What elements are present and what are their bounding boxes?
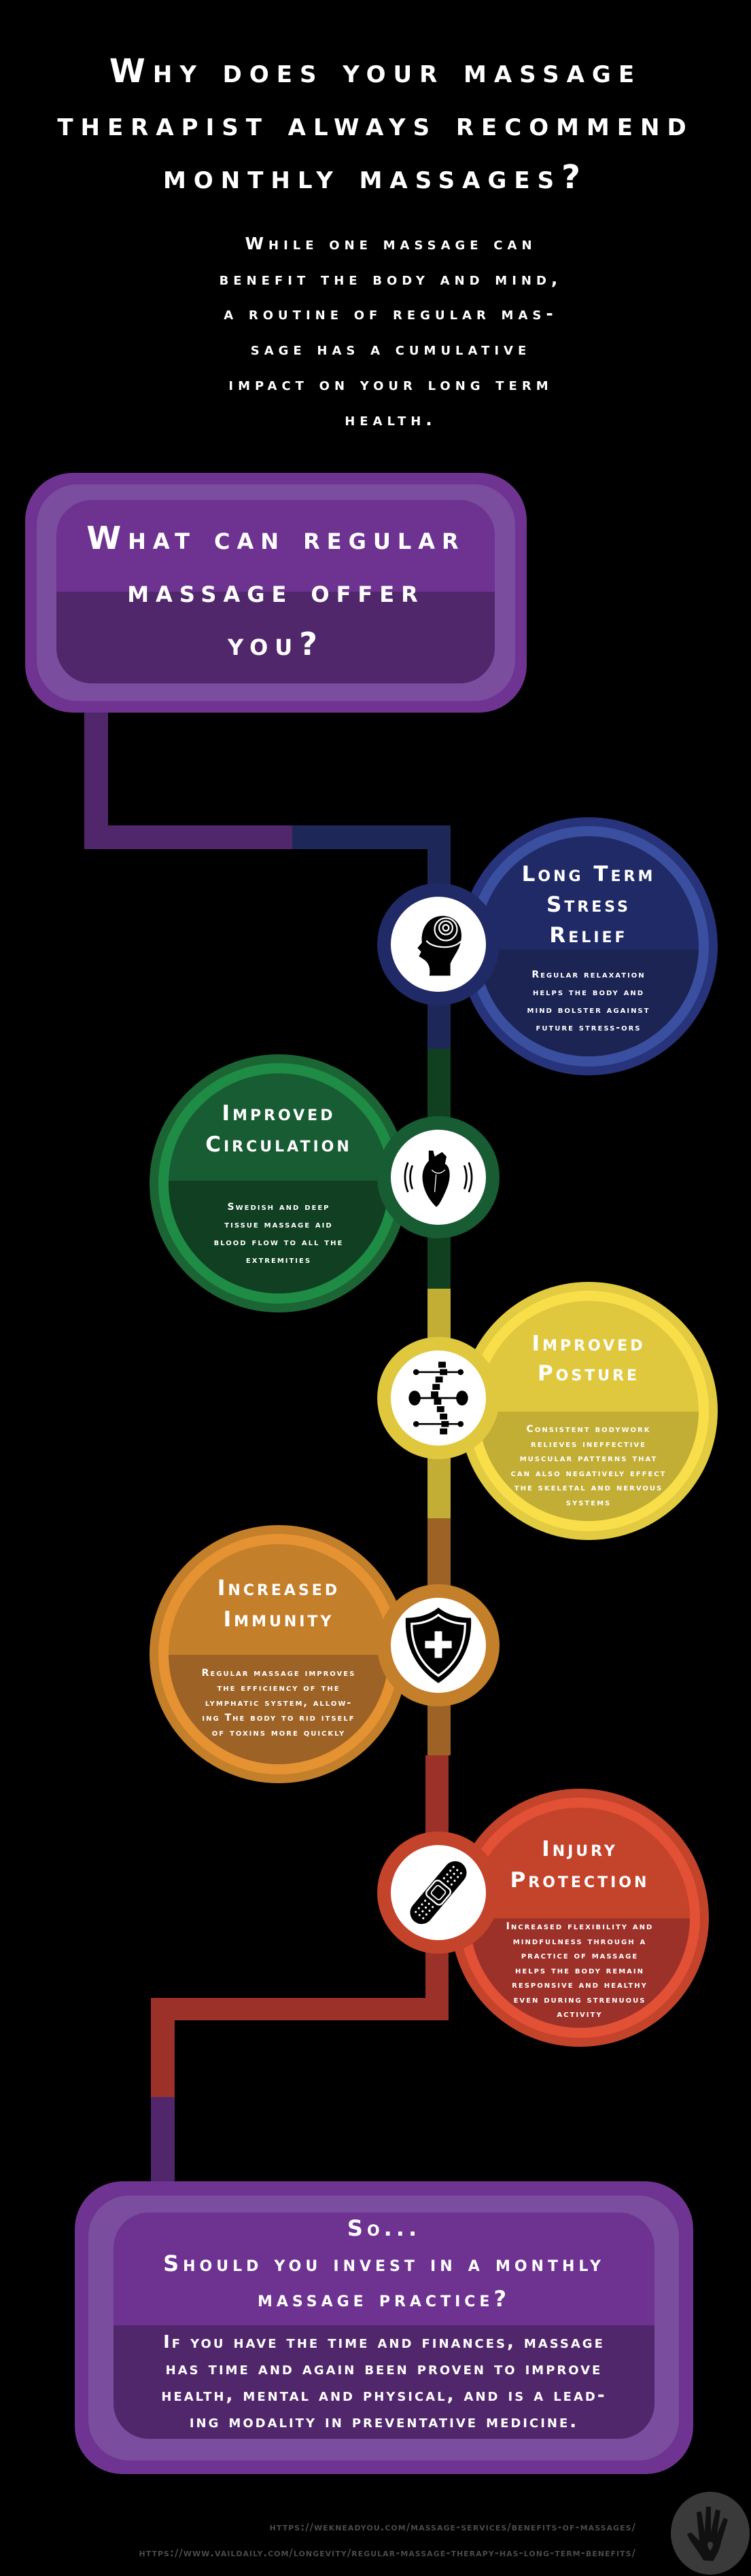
benefit-posture: Improved Posture Consistent bodywork rel… (459, 1282, 718, 1540)
offer-box-title: What can regular massage offer you? (86, 520, 466, 662)
benefit-icon-badge (377, 1337, 500, 1459)
benefit-body: Regular massage improves the efficiency … (201, 1668, 356, 1738)
conclusion-question: So... Should you invest in a monthly mas… (163, 2215, 605, 2312)
benefit-title: Long Term Stress Relief (521, 862, 656, 948)
head-spiral-icon (417, 916, 461, 976)
spine-icon (408, 1361, 468, 1435)
benefit-icon-badge (377, 883, 500, 1005)
main-title: Why does your massage therapist always r… (57, 52, 694, 196)
benefit-body: Regular relaxation helps the body and mi… (527, 969, 650, 1033)
conclusion-box: So... Should you invest in a monthly mas… (75, 2181, 693, 2474)
connector-line (292, 825, 451, 849)
benefit-body: Increased flexibility and mindfulness th… (506, 1921, 654, 2020)
bandage-icon (410, 1861, 467, 1925)
source-link[interactable]: https://wekneadyou.com/massage-services/… (269, 2521, 636, 2533)
benefit-body: Swedish and deep tissue massage aid bloo… (213, 1202, 344, 1266)
benefit-icon-badge (377, 1584, 500, 1706)
benefit-title: Increased Immunity (217, 1576, 340, 1632)
connector-line (151, 1998, 175, 2097)
benefit-immunity: Increased Immunity Regular massage impro… (150, 1525, 408, 1783)
benefit-icon-badge (377, 1831, 500, 1954)
offer-box: What can regular massage offer you? (25, 473, 527, 713)
connector-line (151, 1998, 449, 2020)
connector-line (151, 2097, 175, 2181)
benefit-circulation: Improved Circulation Swedish and deep ti… (150, 1054, 408, 1312)
benefit-title: Injury Protection (510, 1837, 650, 1893)
heart-icon (404, 1150, 473, 1207)
benefit-title: Improved Posture (531, 1331, 646, 1386)
intro-text: While one massage can benefit the body a… (219, 234, 563, 429)
benefit-title: Improved Circulation (205, 1101, 352, 1157)
source-link[interactable]: https://www.vaildaily.com/longevity/regu… (139, 2547, 636, 2559)
connector-line (84, 825, 292, 849)
benefit-stress-relief: Long Term Stress Relief Regular relaxati… (459, 817, 718, 1075)
benefit-icon-badge (377, 1116, 500, 1238)
hand-heart-logo-icon (671, 2492, 750, 2575)
benefit-body: Consistent bodywork relieves ineffective… (510, 1424, 667, 1508)
conclusion-answer: If you have the time and finances, massa… (161, 2332, 607, 2432)
shield-plus-icon (405, 1607, 472, 1683)
